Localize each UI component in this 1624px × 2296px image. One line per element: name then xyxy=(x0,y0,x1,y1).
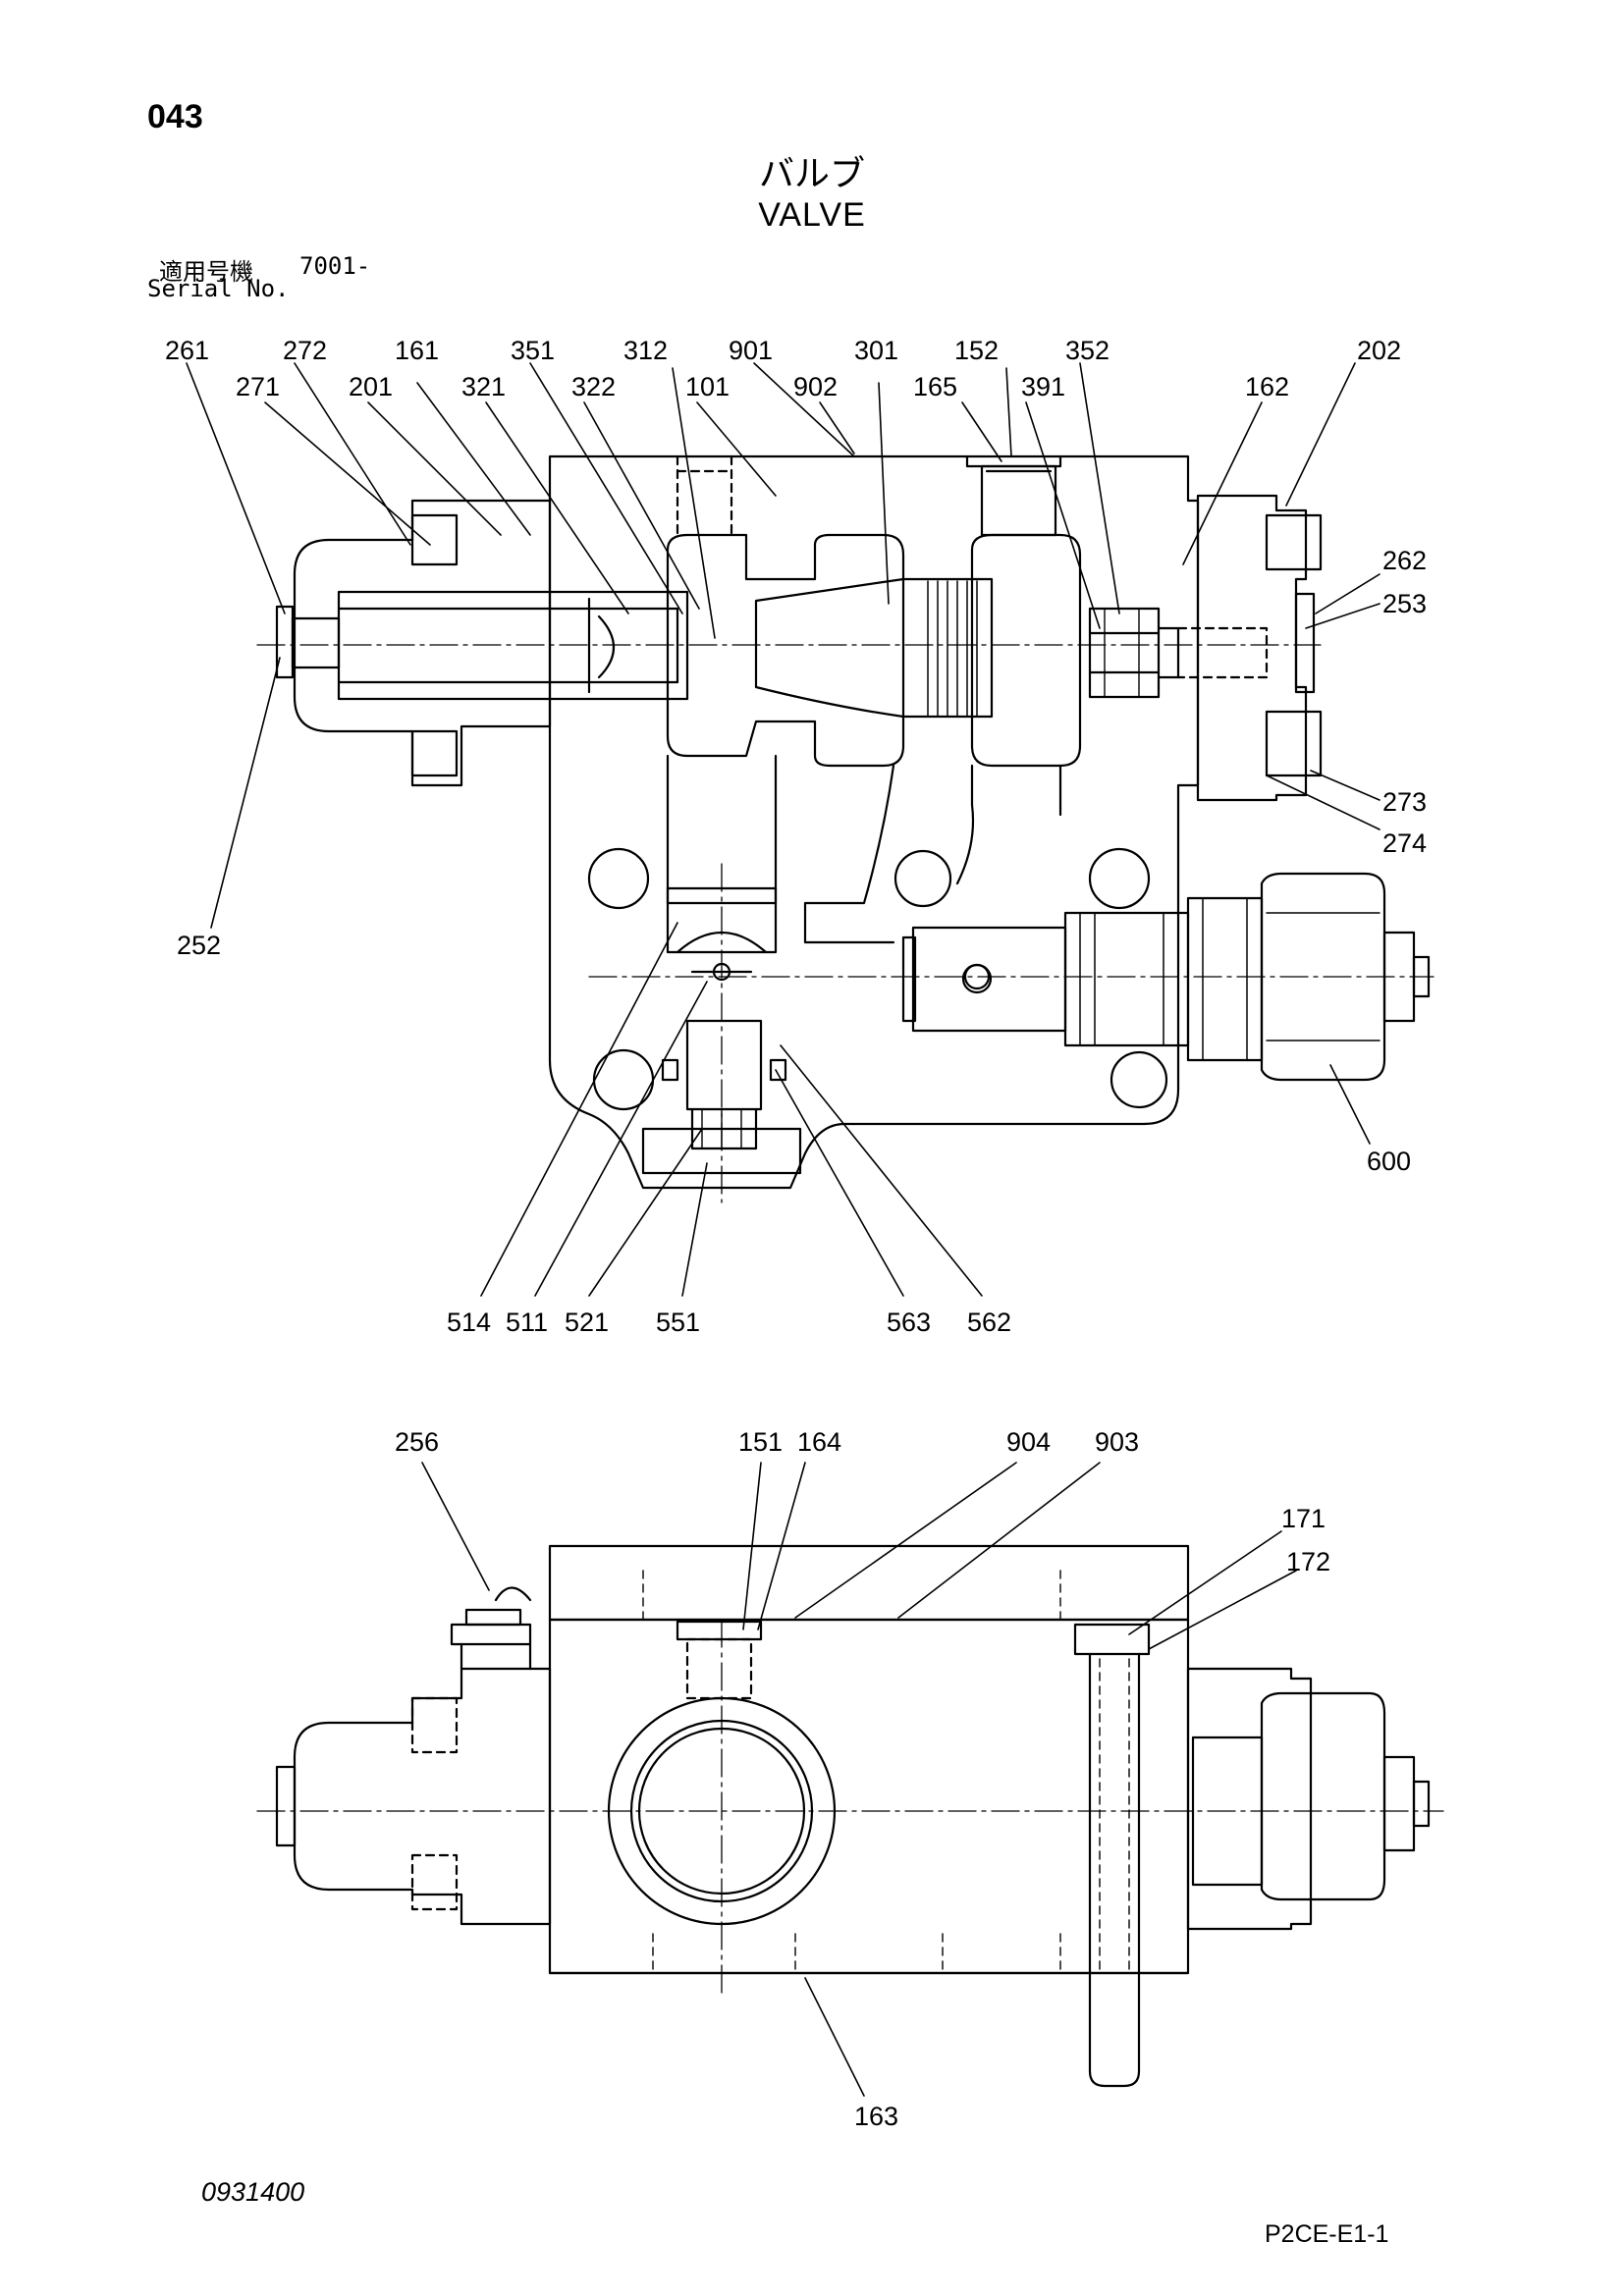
callout-902: 902 xyxy=(793,372,838,401)
document-number: 0931400 xyxy=(201,2177,305,2207)
callout-171: 171 xyxy=(1281,1504,1326,1533)
callout-163: 163 xyxy=(854,2102,898,2131)
leader-lines xyxy=(186,362,1380,2097)
callout-262: 262 xyxy=(1382,546,1427,575)
callout-514: 514 xyxy=(447,1308,491,1337)
top-section-view xyxy=(256,454,1435,1203)
callout-202: 202 xyxy=(1357,336,1401,365)
callout-256: 256 xyxy=(395,1427,439,1457)
callout-101: 101 xyxy=(685,372,730,401)
bottom-outer-view xyxy=(256,1544,1444,2088)
callout-271: 271 xyxy=(236,372,280,401)
callout-252: 252 xyxy=(177,931,221,960)
callout-563: 563 xyxy=(887,1308,931,1337)
callout-903: 903 xyxy=(1095,1427,1139,1457)
callout-273: 273 xyxy=(1382,787,1427,817)
callout-511: 511 xyxy=(506,1308,548,1337)
callout-164: 164 xyxy=(797,1427,841,1457)
callout-901: 901 xyxy=(729,336,773,365)
callout-391: 391 xyxy=(1021,372,1065,401)
callout-201: 201 xyxy=(349,372,393,401)
title-japanese: バルブ xyxy=(758,154,865,194)
serial-label-english: Serial No. xyxy=(147,275,290,302)
title-english: VALVE xyxy=(758,196,866,234)
callout-165: 165 xyxy=(913,372,957,401)
callout-551: 551 xyxy=(656,1308,700,1337)
callout-321: 321 xyxy=(461,372,506,401)
callout-172: 172 xyxy=(1286,1547,1330,1576)
callout-312: 312 xyxy=(623,336,668,365)
serial-label-japanese: 適用号機 xyxy=(159,258,253,286)
callout-151: 151 xyxy=(738,1427,783,1457)
callout-352: 352 xyxy=(1065,336,1110,365)
callout-322: 322 xyxy=(571,372,616,401)
callout-301: 301 xyxy=(854,336,898,365)
callout-521: 521 xyxy=(565,1308,609,1337)
callout-562: 562 xyxy=(967,1308,1011,1337)
callout-253: 253 xyxy=(1382,589,1427,618)
callout-904: 904 xyxy=(1006,1427,1051,1457)
callout-261: 261 xyxy=(165,336,209,365)
page-number: 043 xyxy=(147,98,203,135)
callout-162: 162 xyxy=(1245,372,1289,401)
callout-351: 351 xyxy=(511,336,555,365)
callout-600: 600 xyxy=(1367,1147,1411,1176)
callout-272: 272 xyxy=(283,336,327,365)
callout-161: 161 xyxy=(395,336,439,365)
figure-code: P2CE-E1-1 xyxy=(1265,2220,1389,2248)
callout-labels: 261 272 161 351 312 901 301 152 352 202 … xyxy=(165,336,1427,2131)
callout-152: 152 xyxy=(954,336,999,365)
serial-value: 7001- xyxy=(299,252,371,280)
callout-274: 274 xyxy=(1382,828,1427,858)
